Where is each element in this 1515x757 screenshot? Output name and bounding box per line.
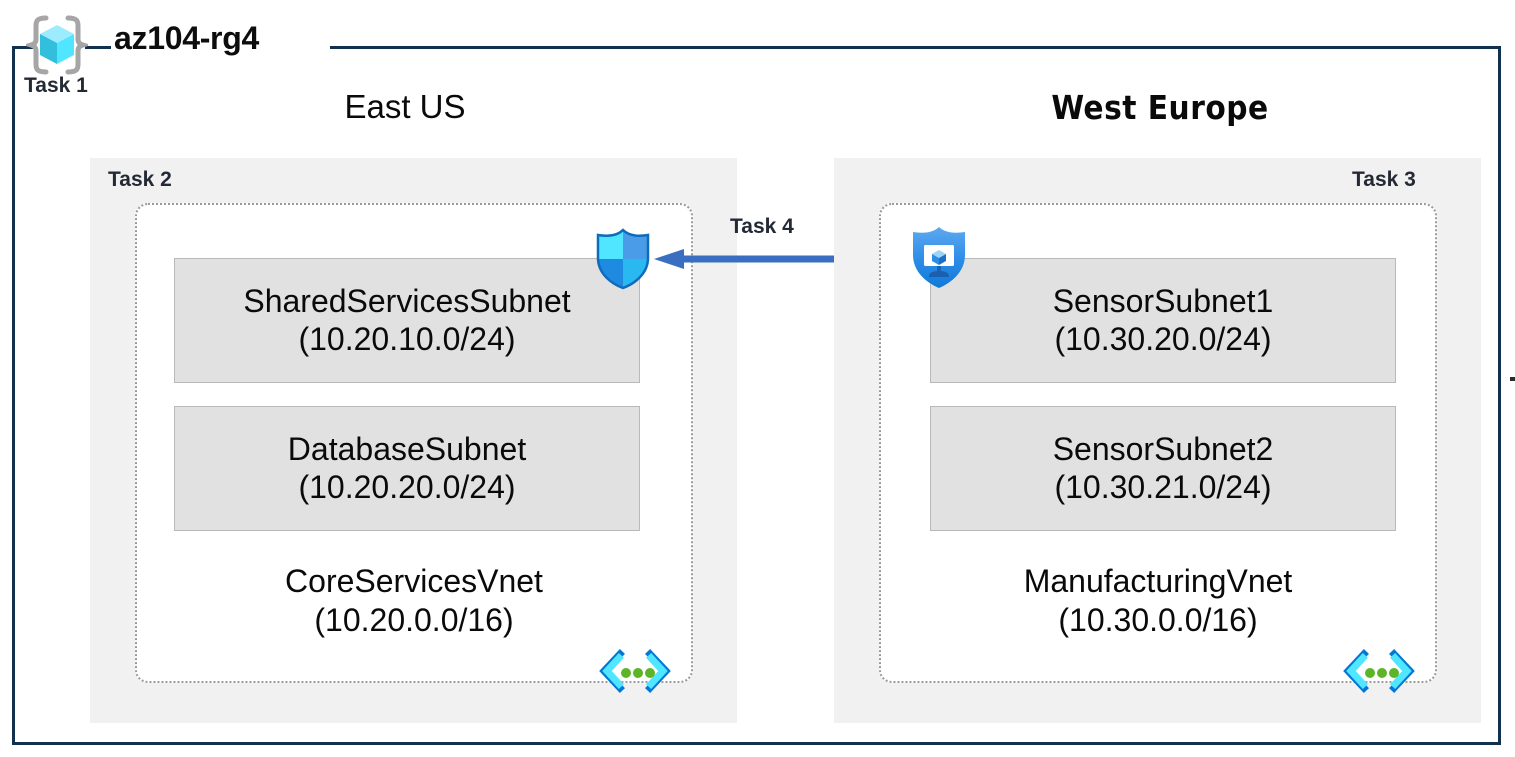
subnet-sensorsubnet2: SensorSubnet2 (10.30.21.0/24) — [930, 406, 1396, 531]
subnet-name: SensorSubnet1 — [1052, 282, 1274, 319]
task-4-label: Task 4 — [730, 215, 794, 238]
resource-group-title: az104-rg4 — [114, 20, 259, 56]
edge-artifact-dot — [1510, 377, 1515, 381]
resource-group-icon — [23, 14, 91, 76]
subnet-cidr: (10.30.20.0/24) — [1054, 320, 1272, 357]
resource-group-border-top-right-stub — [330, 46, 1501, 49]
subnet-sharedservicessubnet: SharedServicesSubnet (10.20.10.0/24) — [174, 258, 640, 383]
subnet-sensorsubnet1: SensorSubnet1 (10.30.20.0/24) — [930, 258, 1396, 383]
vnet-cidr: (10.30.0.0/16) — [1058, 602, 1258, 639]
subnet-cidr: (10.20.20.0/24) — [298, 468, 516, 505]
subnet-databasesubnet: DatabaseSubnet (10.20.20.0/24) — [174, 406, 640, 531]
vnet-caption-manufacturingvnet: ManufacturingVnet (10.30.0.0/16) — [879, 562, 1437, 640]
subnet-name: SensorSubnet2 — [1052, 430, 1274, 467]
resource-group-border-left — [12, 46, 15, 745]
virtual-network-icon — [1342, 648, 1416, 694]
resource-group-border-top-left-stub — [12, 46, 34, 49]
vnet-cidr: (10.20.0.0/16) — [314, 602, 514, 639]
task-1-label: Task 1 — [24, 74, 88, 97]
subnet-name: DatabaseSubnet — [287, 430, 527, 467]
resource-group-border-bottom — [12, 742, 1501, 745]
resource-group-border-top-mid-stub — [85, 46, 111, 49]
virtual-network-icon — [598, 648, 672, 694]
task-2-label: Task 2 — [108, 168, 172, 191]
network-security-group-shield-icon — [592, 228, 654, 290]
task-3-label: Task 3 — [1352, 168, 1416, 191]
subnet-cidr: (10.30.21.0/24) — [1054, 468, 1272, 505]
vnet-name: CoreServicesVnet — [285, 563, 543, 599]
resource-group-border-right — [1498, 46, 1501, 745]
vnet-name: ManufacturingVnet — [1023, 563, 1293, 599]
region-title-west-europe: West Europe — [1051, 88, 1269, 127]
subnet-cidr: (10.20.10.0/24) — [298, 320, 516, 357]
subnet-name: SharedServicesSubnet — [243, 282, 571, 319]
defender-vm-shield-icon — [908, 224, 970, 290]
region-title-east-us: East US — [344, 88, 466, 125]
vnet-caption-coreservicesvnet: CoreServicesVnet (10.20.0.0/16) — [135, 562, 693, 640]
